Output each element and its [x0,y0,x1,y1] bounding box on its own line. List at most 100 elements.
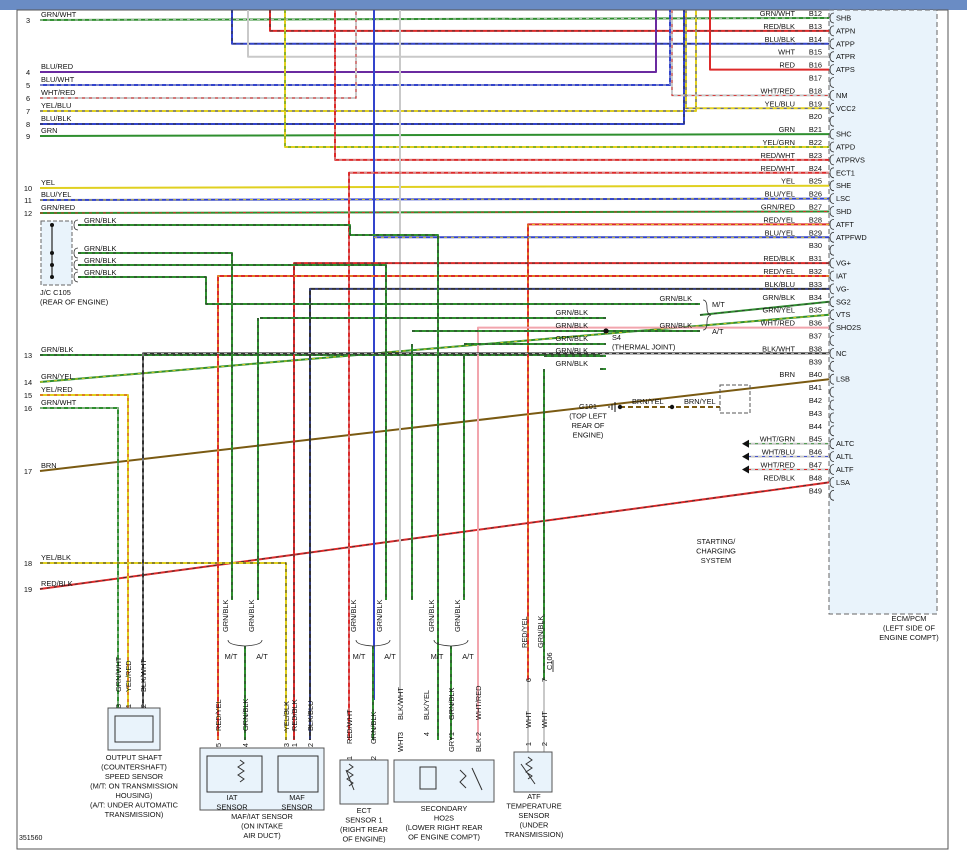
ecm-pin-name: ATPP [836,39,855,48]
ecm-pin-bracket [829,438,835,450]
harness-line-number: 10 [24,184,32,193]
maf-wire-color: RED/BLK [290,699,299,731]
harness-wire-3-stripe [39,17,830,21]
harness-line-number: 16 [24,404,32,413]
ecm-pin-bracket [829,283,835,295]
harness-wire-4 [40,10,657,73]
harness-wire-color: GRN/WHT [41,10,77,19]
ecm-wire-color: WHT/RED [761,319,796,328]
ecm-pin-name: VG+ [836,259,851,268]
g101-label: (TOP LEFT [569,412,607,421]
starting-charging-label: STARTING/ [697,537,737,546]
ecm-pin-bracket [829,322,835,333]
g101-label: REAR OF [572,421,605,430]
ecm-label: ENGINE COMPT) [879,633,939,642]
atf-top-pin: 6 [524,678,533,682]
ecm-pin-number: B20 [809,112,822,121]
ecm-pin-bracket [829,38,835,50]
oss-pin: 2 [139,704,148,708]
ecm-pin-bracket [829,244,835,256]
ecm-wire-B15 [247,10,829,58]
ecm-wire-B31-stripe [293,262,829,740]
ecm-pin-number: B17 [809,74,822,83]
ecm-wire-B18-stripe [671,10,829,96]
ecm-pin-name: ATPD [836,143,855,152]
harness-wire-9 [39,133,830,137]
harness-line-number: 9 [26,132,30,141]
ecm-wire-B33-stripe [309,288,829,740]
ecm-pin-bracket [829,77,835,88]
harness-wire-color: GRN/BLK [41,345,74,354]
atf-pin: 1 [524,742,533,746]
drop-wire-color: GRN/BLK [536,615,545,648]
ecm-pin-bracket [829,309,835,321]
ho2s-sensor-box [393,759,495,803]
harness-wire-color: YEL/RED [41,385,73,394]
ecm-wire-B14 [231,10,829,45]
ecm-pin-bracket [829,90,835,101]
ecm-pin-bracket [829,335,835,346]
ecm-wire-color: RED/WHT [761,151,796,160]
ecm-pin-number: B25 [809,177,822,186]
drop-brace [355,639,391,647]
ecm-pin-name: LSC [836,194,851,203]
atf-wire-color: WHT [540,711,549,728]
jc-wire-color: GRN/BLK [84,268,117,277]
oss-label: HOUSING) [116,791,153,800]
ecm-pin-name: ECT1 [836,168,855,177]
oss-pin: 3 [114,704,123,708]
ecm-wire-color: WHT/BLU [762,448,795,457]
ecm-wire-color: GRN/BLK [763,293,796,302]
ecm-pin-name: SHD [836,207,852,216]
jc-wire-4 [78,276,700,305]
ecm-pin-number: B46 [809,448,822,457]
ecm-pin-bracket [829,386,835,398]
oss-sensor-box [107,707,161,751]
s4-input-color: GRN/BLK [556,321,589,330]
harness-line-number: 6 [26,94,30,103]
oss-label: (M/T: ON TRANSMISSION [90,782,178,791]
ecm-pin-bracket [829,12,835,24]
s4-choice-brace [702,299,712,331]
jc-wire-color: GRN/BLK [84,256,117,265]
s4-input-color: GRN/BLK [556,359,589,368]
harness-wire-color: GRN/RED [41,203,75,212]
jc-bracket [73,247,79,259]
ecm-wire-color: RED/YEL [763,215,795,224]
ho2s-wire-color: BLK/WHT [396,687,405,720]
ecm-pin-name: ALTC [836,439,855,448]
iat-label: IAT [227,793,238,802]
ecm-pin-name: ATPRVS [836,155,865,164]
ecm-wire-B13-stripe [269,10,829,32]
ecm-pin-name: ALTL [836,452,853,461]
jc-wire-3-stripe [78,264,387,600]
ecm-pin-number: B21 [809,125,822,134]
ecm-pin-number: B30 [809,241,822,250]
c106-label: C106 [545,652,554,670]
ecm-pin-number: B27 [809,203,822,212]
s4-at-wire-color: GRN/BLK [660,321,693,330]
g101-wire-color: BRN/YEL [684,397,716,406]
ecm-pin-name: LSA [836,478,850,487]
s4-mt-wire-color: GRN/BLK [660,294,693,303]
ecm-pin-bracket [829,206,835,217]
harness-wire-color: WHT/RED [41,88,76,97]
atf-pin: 2 [540,742,549,746]
ecm-wire-B23-stripe [334,10,829,161]
ecm-pin-number: B44 [809,422,822,431]
g101-wire-color: BRN/YEL [632,397,664,406]
harness-wire-color: YEL/BLK [41,553,71,562]
ho2s-wire-color: GRN/BLK [447,687,456,720]
ecm-pin-number: B48 [809,473,822,482]
maf-pin: 3 [282,743,291,747]
ecm-wire-color: GRN/YEL [763,306,795,315]
ecm-wire-color: BLU/BLK [765,35,795,44]
ecm-pin-number: B22 [809,138,822,147]
ecm-wire-color: BLK/WHT [762,344,795,353]
ho2s-pin: 3 [396,732,405,736]
ecm-pin-bracket [829,489,835,501]
arrow-icon [742,439,749,448]
ecm-pin-bracket [829,412,835,424]
oss-wire-color: GRN/WHT [114,656,123,692]
atf-label: TRANSMISSION) [505,830,564,839]
